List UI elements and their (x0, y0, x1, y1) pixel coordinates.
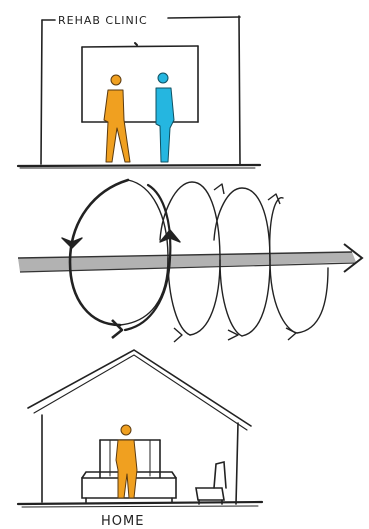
home-house (18, 350, 262, 507)
rehab-clinic-building (18, 16, 260, 168)
blue-person-icon (156, 73, 174, 162)
clinic-label: REHAB CLINIC (58, 14, 148, 27)
orange-person-icon (104, 75, 130, 162)
home-label: HOME (101, 514, 144, 529)
